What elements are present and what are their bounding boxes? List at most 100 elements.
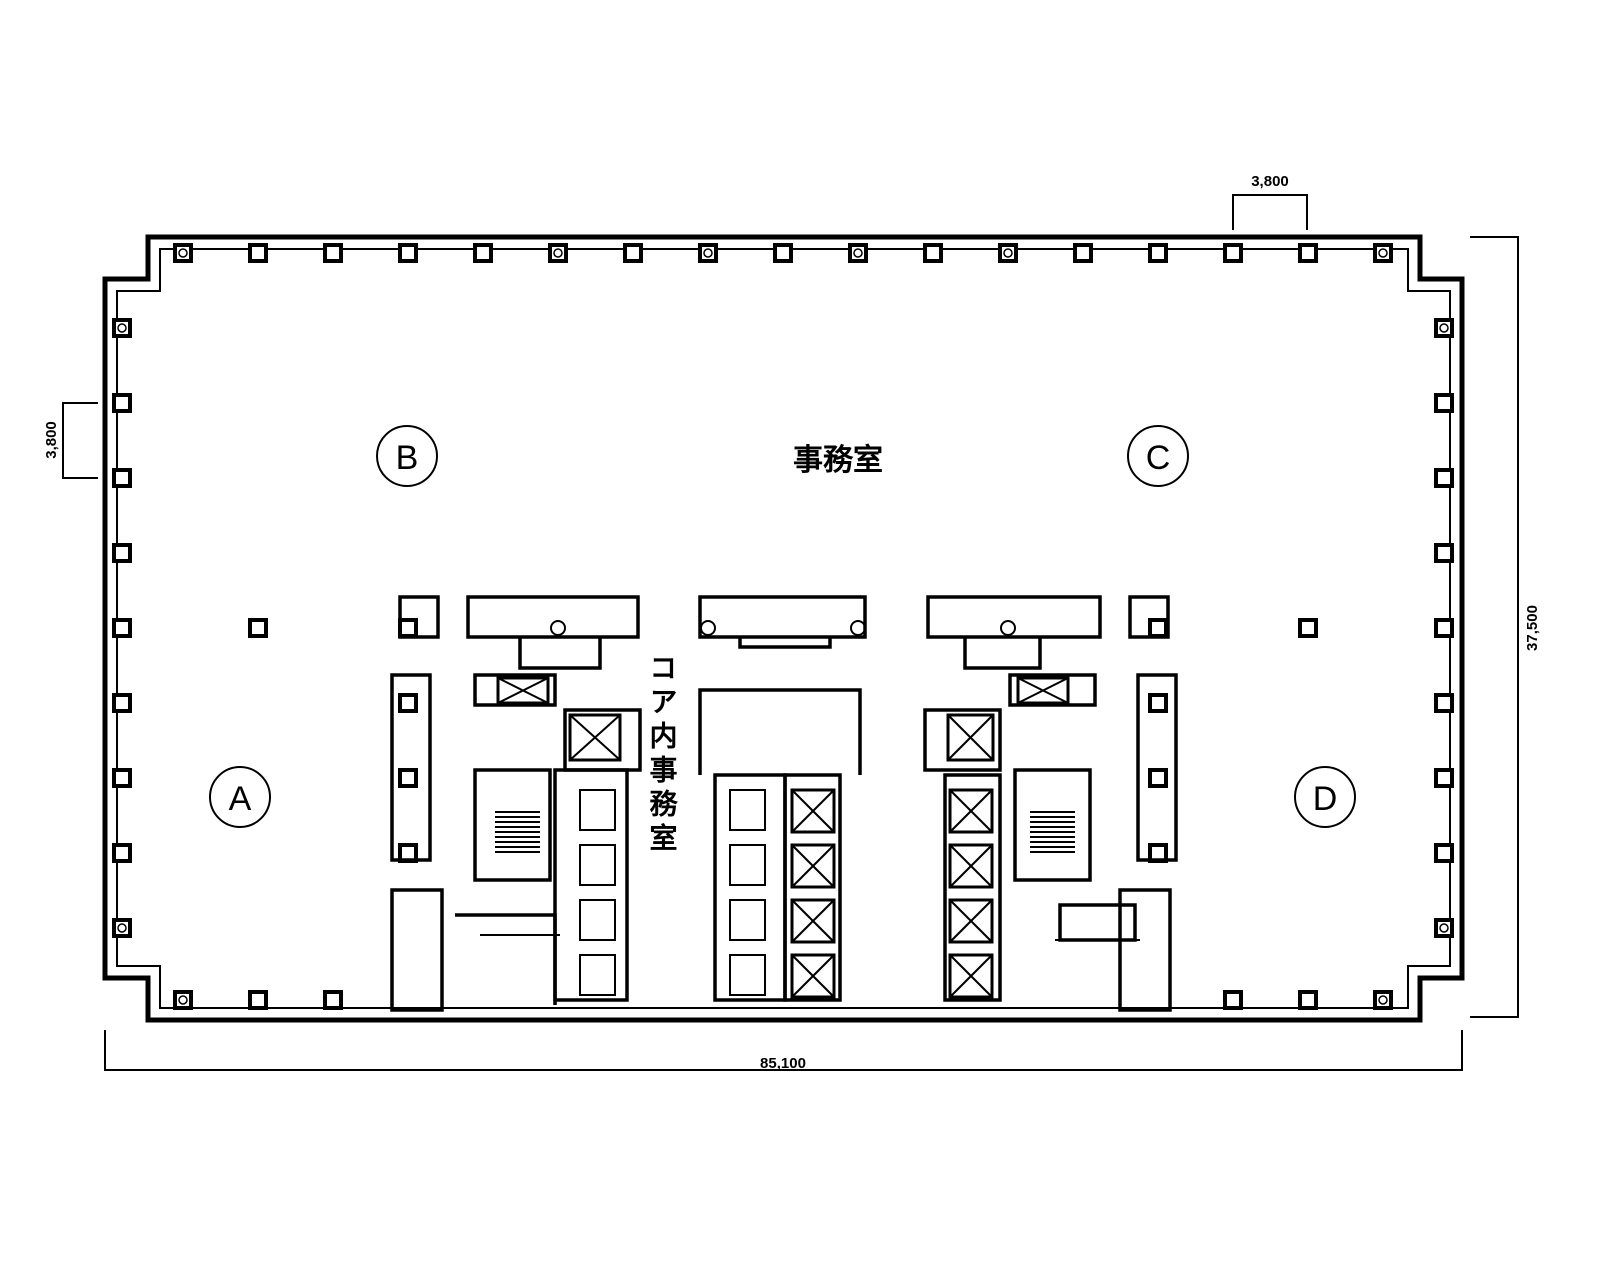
shaft-cross — [791, 844, 835, 888]
elevator-shaft — [948, 843, 994, 889]
column — [623, 243, 643, 263]
office-label: 事務室 — [793, 443, 883, 478]
shaft-cross — [949, 789, 993, 833]
dimension-top-label: 3,800 — [1251, 173, 1289, 190]
column — [1298, 618, 1318, 638]
column — [173, 990, 193, 1010]
column — [1223, 243, 1243, 263]
column-marker — [1378, 248, 1388, 258]
column — [398, 768, 418, 788]
column — [248, 990, 268, 1010]
shaft-cross — [949, 899, 993, 943]
shaft-cross — [949, 954, 993, 998]
elevator-shaft — [790, 898, 836, 944]
column-marker — [1439, 923, 1449, 933]
zone-label-c: C — [1146, 439, 1171, 477]
elevator-shaft — [1016, 676, 1070, 705]
elevator-car — [579, 789, 616, 831]
column — [1373, 243, 1393, 263]
column — [112, 543, 132, 563]
shaft-cross — [949, 844, 993, 888]
zone-label-b: B — [396, 439, 419, 477]
column-marker — [1003, 248, 1013, 258]
shaft-cross — [947, 714, 994, 761]
column — [773, 243, 793, 263]
building-core — [390, 595, 1178, 1012]
column — [112, 618, 132, 638]
dimension-right-label: 37,500 — [1524, 605, 1541, 651]
column — [1148, 618, 1168, 638]
elevator-car — [729, 844, 766, 886]
column — [1148, 693, 1168, 713]
column-marker — [1439, 323, 1449, 333]
elevator-shaft — [948, 898, 994, 944]
column — [112, 918, 132, 938]
column-marker — [178, 248, 188, 258]
elevator-car — [729, 899, 766, 941]
elevator-shaft — [946, 713, 995, 762]
elevator-car — [579, 844, 616, 886]
shaft-cross — [791, 954, 835, 998]
column-marker — [703, 248, 713, 258]
stairs — [495, 811, 1075, 853]
elevator-shaft — [496, 676, 550, 705]
elevator-car — [579, 899, 616, 941]
zone-label-d: D — [1313, 780, 1338, 818]
column-marker — [117, 923, 127, 933]
column — [848, 243, 868, 263]
column — [1434, 693, 1454, 713]
column — [1434, 768, 1454, 788]
column — [1298, 990, 1318, 1010]
column — [1073, 243, 1093, 263]
column — [112, 843, 132, 863]
column — [1434, 468, 1454, 488]
column — [112, 693, 132, 713]
column — [1148, 768, 1168, 788]
elevator-shaft — [568, 713, 622, 762]
elevator-shaft — [790, 788, 836, 834]
column — [473, 243, 493, 263]
column — [323, 243, 343, 263]
column — [1373, 990, 1393, 1010]
column — [398, 618, 418, 638]
elevator-shaft — [948, 788, 994, 834]
column — [112, 468, 132, 488]
elevator-car — [729, 954, 766, 996]
column-marker — [553, 248, 563, 258]
column — [548, 243, 568, 263]
elevators — [496, 676, 1070, 999]
column-marker — [117, 323, 127, 333]
zone-marker-a: A — [209, 766, 271, 828]
column — [398, 243, 418, 263]
column-marker — [178, 995, 188, 1005]
zone-label-a: A — [229, 780, 252, 818]
column — [173, 243, 193, 263]
shaft-cross — [1017, 677, 1069, 704]
shaft-cross — [791, 789, 835, 833]
zone-marker-d: D — [1294, 766, 1356, 828]
elevator-shaft — [790, 953, 836, 999]
column — [112, 318, 132, 338]
column — [1223, 990, 1243, 1010]
shaft-cross — [497, 677, 549, 704]
column — [1434, 918, 1454, 938]
column — [1434, 393, 1454, 413]
column — [698, 243, 718, 263]
column — [112, 393, 132, 413]
elevator-shaft — [948, 953, 994, 999]
dimension-left-label: 3,800 — [43, 421, 60, 459]
column — [112, 768, 132, 788]
zone-marker-c: C — [1127, 425, 1189, 487]
column — [248, 243, 268, 263]
column — [323, 990, 343, 1010]
column — [1434, 618, 1454, 638]
exterior-wall — [102, 234, 1465, 1023]
column — [1148, 243, 1168, 263]
shaft-cross — [791, 899, 835, 943]
dimension-left: 3,800 — [43, 402, 98, 479]
shaft-cross — [569, 714, 621, 761]
elevator-car — [729, 789, 766, 831]
column — [1298, 243, 1318, 263]
dimension-right: 37,500 — [1470, 236, 1541, 1018]
